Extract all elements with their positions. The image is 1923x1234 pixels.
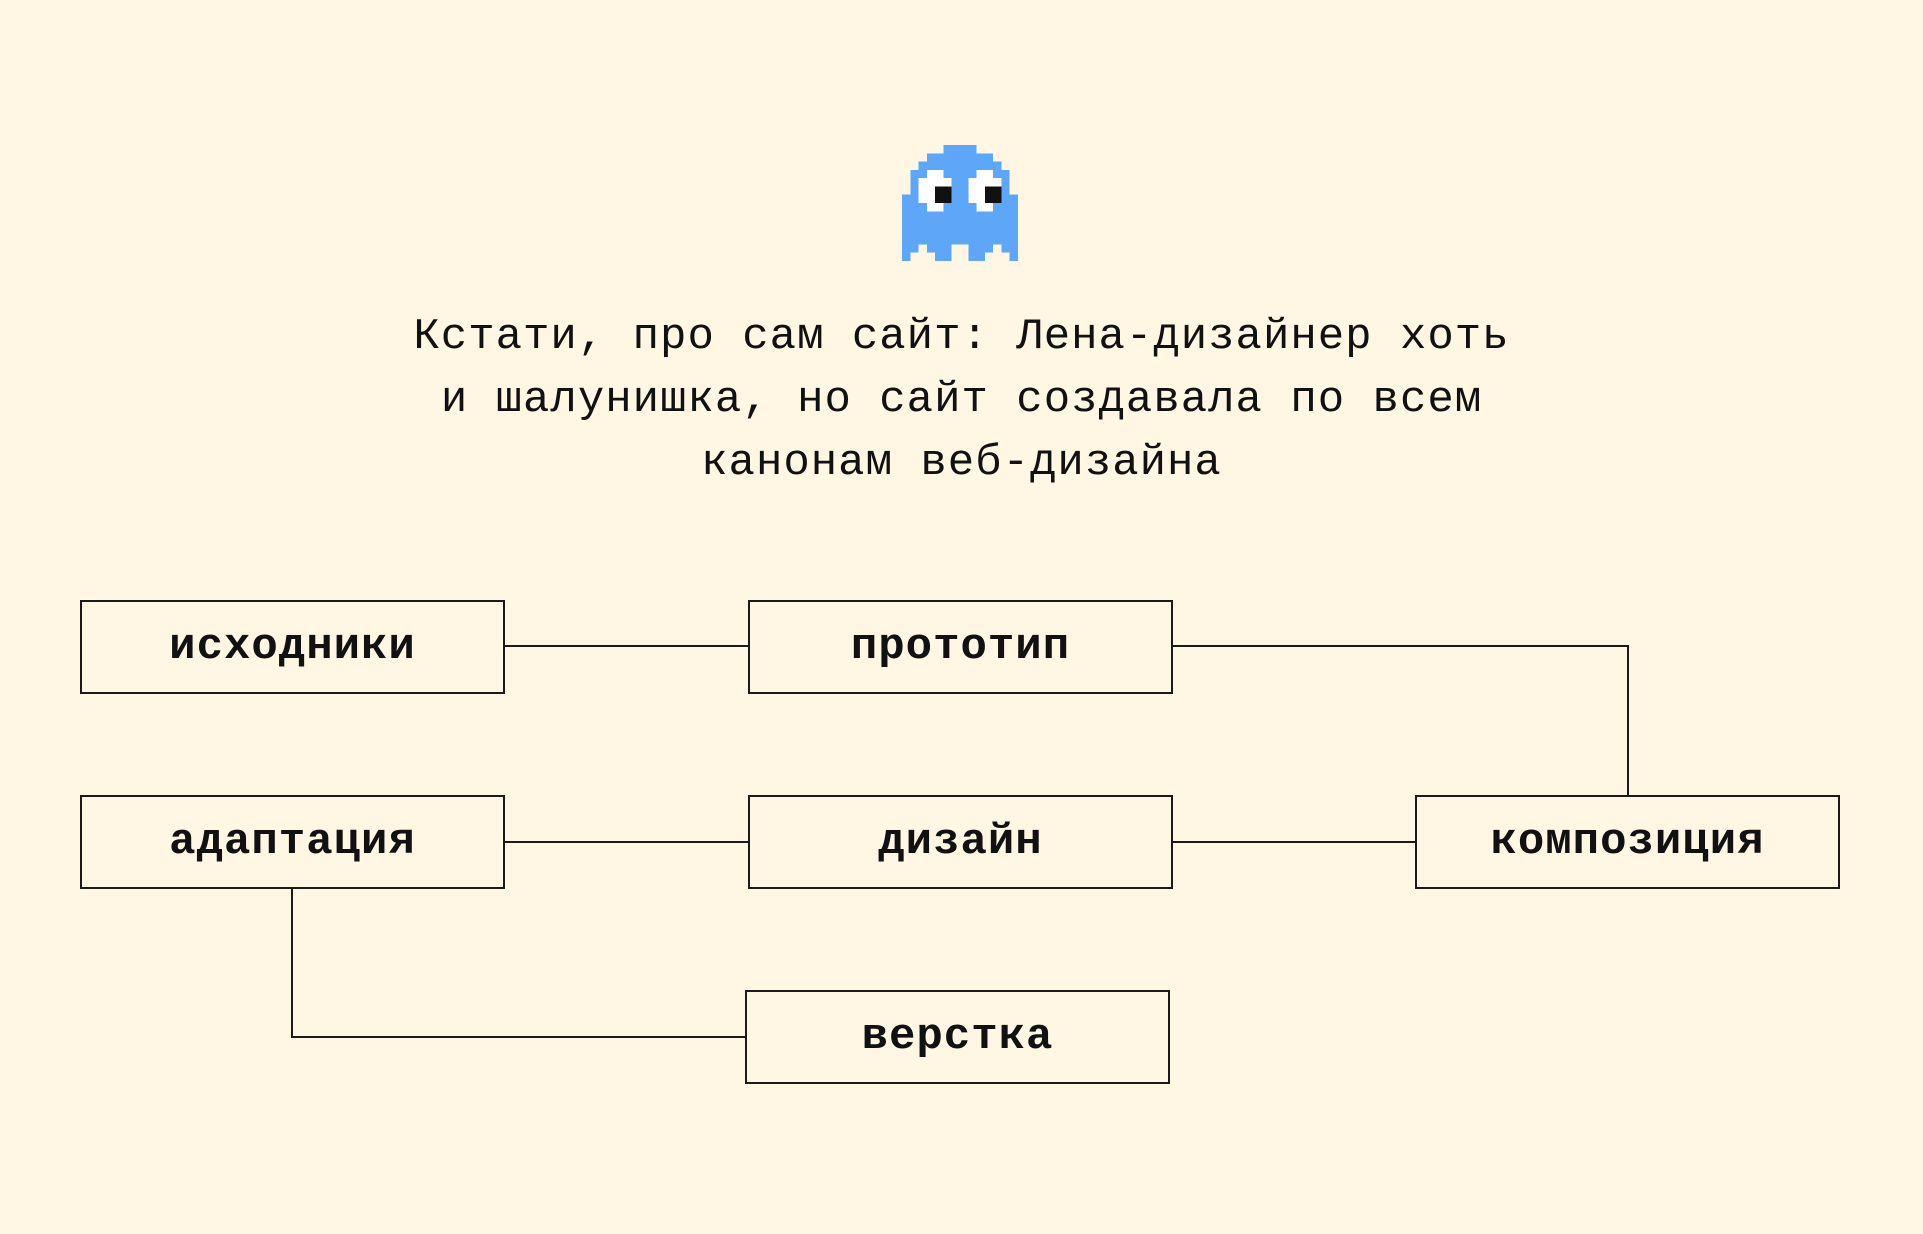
node-design-label: дизайн [878, 817, 1043, 867]
node-design: дизайн [748, 795, 1173, 889]
node-layout-label: верстка [861, 1012, 1054, 1062]
edge-adaptation-layout [291, 889, 745, 1038]
edge-prototype-composition [1173, 645, 1629, 795]
intro-line-2: и шалунишка, но сайт создавала по всем [440, 375, 1483, 425]
node-composition-label: композиция [1490, 817, 1765, 867]
node-prototype: прототип [748, 600, 1173, 694]
node-prototype-label: прототип [850, 622, 1071, 672]
node-source: исходники [80, 600, 505, 694]
node-layout: верстка [745, 990, 1170, 1084]
node-composition: композиция [1415, 795, 1840, 889]
node-adaptation-label: адаптация [169, 817, 416, 867]
intro-text: Кстати, про сам сайт: Лена-дизайнер хоть… [240, 306, 1683, 495]
intro-line-1: Кстати, про сам сайт: Лена-дизайнер хоть [413, 312, 1510, 362]
intro-line-3: канонам веб-дизайна [701, 438, 1222, 488]
pixel-ghost-icon [899, 145, 1021, 261]
node-adaptation: адаптация [80, 795, 505, 889]
node-source-label: исходники [169, 622, 416, 672]
